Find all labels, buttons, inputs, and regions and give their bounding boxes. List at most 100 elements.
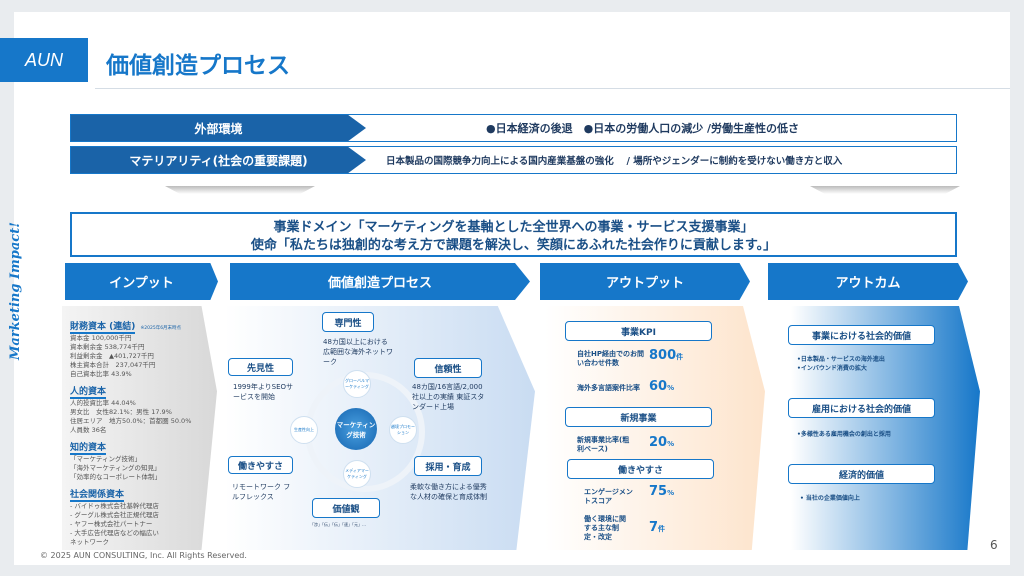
list-item: 自己資本比率 43.9% — [70, 370, 132, 378]
node-circle: グローバルマーケティング — [343, 370, 371, 398]
env-label: 外部環境 — [71, 115, 366, 141]
list-item: - ヤフー株式会社パートナー — [70, 520, 153, 528]
node-circle: 生産性向上 — [290, 416, 318, 444]
social-title: 社会関係資本 — [70, 487, 125, 502]
financial-note: ※2025年6月末時点 — [140, 326, 182, 331]
mission-text: 使命「私たちは独創的な考え方で課題を解決し、笑顔にあふれた社会作りに貢献します。… — [250, 238, 777, 253]
column-input: インプット — [65, 263, 218, 300]
shadow — [810, 186, 960, 194]
strength-title: 採用・育成 — [414, 456, 482, 476]
strength-title: 専門性 — [322, 312, 374, 332]
strength-title: 信頼性 — [414, 358, 482, 378]
shadow — [165, 186, 315, 194]
financial-title: 財務資本 (連結) — [70, 319, 136, 334]
materiality-value: 日本製品の国際競争力向上による国内産業基盤の強化 / 場所やジェンダーに制約を受… — [386, 156, 843, 167]
kpi-unit: % — [667, 440, 675, 448]
kpi-number: 60 — [649, 379, 668, 394]
column-outcome: アウトカム — [768, 263, 968, 300]
strength-title: 働きやすさ — [228, 456, 293, 474]
kpi-value: 800件 — [649, 348, 683, 363]
node-circle: メディアマーケティング — [343, 460, 371, 488]
kpi-value: 7件 — [649, 520, 665, 535]
strength-title: 価値観 — [312, 498, 380, 518]
kpi-label: 新規事業比率(粗利ベース) — [577, 436, 630, 453]
list-item: 住居エリア 地方50.0%：首都圏 50.0% — [70, 417, 192, 425]
intellectual-list: 「マーケティング技術」「海外マーケティングの知見」「効率的なコーポレート体制」 — [70, 455, 217, 482]
kpi-value: 20% — [649, 435, 674, 450]
list-item: 男女比 女性82.1%：男性 17.9% — [70, 408, 172, 416]
strength-desc: 「渉」「伝」「伝」「速」「元」… — [310, 522, 366, 527]
strength-desc: 48カ国以上における広範囲な海外ネットワーク — [323, 338, 393, 366]
env-value: ●日本経済の後退 ●日本の労働人口の減少 /労働生産性の低さ — [486, 122, 800, 135]
center-circle: マーケティング技術 — [335, 408, 377, 450]
kpi-label: エンゲージメントスコア — [584, 488, 633, 505]
list-item: 資本剰余金 538,774千円 — [70, 343, 145, 351]
output-group-title: 新規事業 — [565, 407, 712, 427]
column-process: 価値創造プロセス — [230, 263, 530, 300]
output-panel — [545, 306, 765, 550]
logo: AUN — [0, 38, 88, 82]
domain-text: 事業ドメイン「マーケティングを基軸とした全世界への事業・サービス支援事業」 — [273, 220, 754, 235]
copyright: © 2025 AUN CONSULTING, Inc. All Rights R… — [40, 551, 247, 560]
column-output: アウトプット — [540, 263, 750, 300]
kpi-value: 60% — [649, 379, 674, 394]
page-number: 6 — [990, 538, 998, 552]
external-environment-row: 外部環境 ●日本経済の後退 ●日本の労働人口の減少 /労働生産性の低さ — [70, 114, 957, 142]
kpi-number: 800 — [649, 348, 677, 363]
intellectual-title: 知的資本 — [70, 440, 107, 455]
domain-mission-box: 事業ドメイン「マーケティングを基軸とした全世界への事業・サービス支援事業」 使命… — [70, 212, 957, 257]
kpi-unit: % — [667, 384, 675, 392]
kpi-label: 働く環境に関する主な制定・改定 — [584, 515, 626, 541]
list-item: • 当社の企業価値向上 — [800, 495, 860, 502]
strength-desc: 1999年よりSEOサービスを開始 — [233, 383, 294, 401]
kpi-number: 7 — [649, 520, 659, 535]
list-item: - 大手広告代理店などの幅広い — [70, 529, 159, 537]
node-circle: 越境プロモーション — [389, 416, 417, 444]
strength-desc: リモートワーク フルフレックス — [232, 483, 291, 501]
outcome-list: • 当社の企業価値向上 — [800, 494, 860, 503]
list-item: 人員数 36名 — [70, 426, 107, 434]
materiality-label: マテリアリティ(社会の重要課題) — [71, 147, 366, 173]
list-item: 「マーケティング技術」 — [70, 455, 141, 463]
outcome-group-title: 経済的価値 — [788, 464, 935, 484]
kpi-label: 自社HP経由でのお問い合わせ件数 — [577, 350, 644, 367]
human-list: 人的投資比率 44.04%男女比 女性82.1%：男性 17.9%住居エリア 地… — [70, 399, 217, 435]
title-divider — [95, 88, 1010, 89]
outcome-group-title: 事業における社会的価値 — [788, 325, 935, 345]
materiality-row: マテリアリティ(社会の重要課題) 日本製品の国際競争力向上による国内産業基盤の強… — [70, 146, 957, 174]
kpi-value: 75% — [649, 484, 674, 499]
list-item: - バイドゥ株式会社基幹代理店 — [70, 502, 159, 510]
output-group-title: 事業KPI — [565, 321, 712, 341]
kpi-unit: 件 — [676, 353, 684, 361]
list-item: 「効率的なコーポレート体制」 — [70, 473, 161, 481]
strength-title: 先見性 — [228, 358, 293, 376]
list-item: 「海外マーケティングの知見」 — [70, 464, 161, 472]
kpi-unit: % — [667, 489, 675, 497]
kpi-number: 75 — [649, 484, 668, 499]
kpi-number: 20 — [649, 435, 668, 450]
kpi-unit: 件 — [658, 525, 666, 533]
human-title: 人的資本 — [70, 384, 107, 399]
output-group-title: 働きやすさ — [567, 459, 714, 479]
list-item: - グーグル株式会社正規代理店 — [70, 511, 159, 519]
strength-desc: 柔軟な働き方による優秀な人材の確保と育成体制 — [410, 483, 487, 501]
list-item: ネットワーク — [70, 538, 109, 546]
list-item: 株主資本合計 237,047千円 — [70, 361, 156, 369]
list-item: •インバウンド消費の拡大 — [797, 365, 867, 372]
outcome-panel — [770, 306, 980, 550]
side-slogan: Marketing Impact! — [8, 222, 23, 360]
strength-desc: 48カ国/16言語/2,000社以上の実績 東証スタンダード上場 — [412, 383, 485, 411]
page-title: 価値創造プロセス — [106, 53, 290, 79]
social-list: - バイドゥ株式会社基幹代理店- グーグル株式会社正規代理店- ヤフー株式会社パ… — [70, 502, 217, 547]
list-item: •多様性ある雇用機会の創出と採用 — [797, 431, 891, 438]
list-item: 人的投資比率 44.04% — [70, 399, 136, 407]
outcome-list: •多様性ある雇用機会の創出と採用 — [797, 430, 891, 439]
list-item: •日本製品・サービスの海外進出 — [797, 356, 885, 363]
outcome-list: •日本製品・サービスの海外進出 •インバウンド消費の拡大 — [797, 355, 885, 373]
outcome-group-title: 雇用における社会的価値 — [788, 398, 935, 418]
list-item: 利益剰余金 ▲401,727千円 — [70, 352, 154, 360]
input-panel: 財務資本 (連結) ※2025年6月末時点 資本金 100,000千円資本剰余金… — [62, 306, 217, 550]
list-item: 資本金 100,000千円 — [70, 334, 132, 342]
financial-list: 資本金 100,000千円資本剰余金 538,774千円利益剰余金 ▲401,7… — [70, 334, 217, 379]
kpi-label: 海外多言語案件比率 — [577, 384, 640, 392]
